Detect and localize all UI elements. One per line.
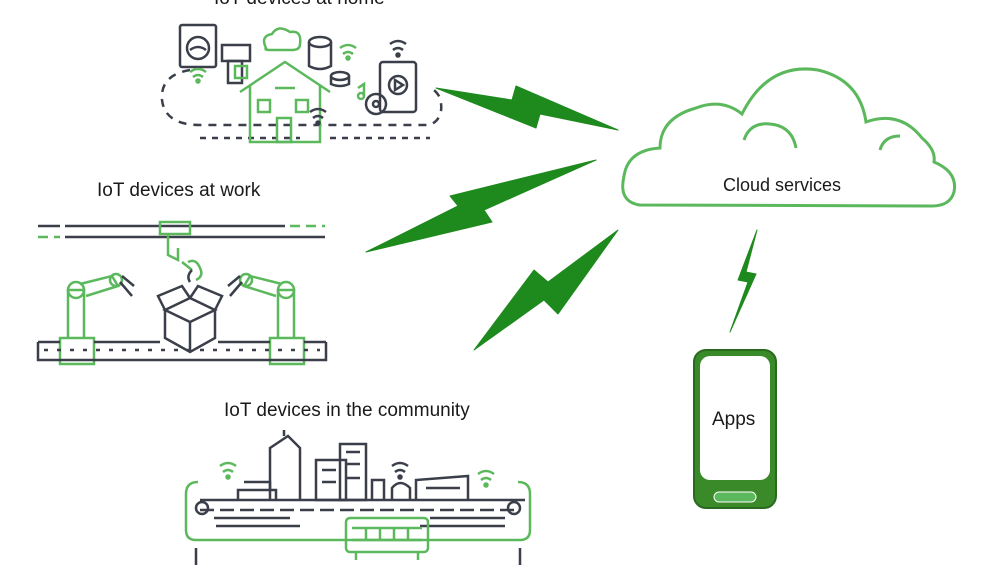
- home-devices-illustration: [160, 23, 443, 144]
- package-box-icon: [156, 284, 224, 354]
- cloud-services-label: Cloud services: [723, 175, 842, 195]
- bus-icon: [344, 516, 430, 560]
- wifi-icon: [391, 461, 409, 480]
- smartphone-icon: [693, 349, 777, 509]
- washing-machine-icon: [178, 23, 218, 69]
- cloud-services-icon: [621, 67, 957, 208]
- lightning-bolt-icon: [435, 85, 619, 131]
- home-devices-label: IoT devices at home: [214, 0, 385, 10]
- wifi-icon: [219, 461, 237, 480]
- lightning-bolt-icon: [729, 229, 758, 333]
- wifi-icon: [189, 67, 207, 84]
- robot-arm-icon: [158, 220, 203, 283]
- home-dashed-path: [160, 68, 443, 127]
- wifi-icon: [339, 43, 357, 61]
- wifi-icon: [477, 469, 495, 488]
- lightning-bolt-icon: [365, 159, 597, 253]
- community-devices-illustration: [184, 430, 532, 565]
- work-devices-label: IoT devices at work: [97, 180, 261, 201]
- coffee-maker-icon: [220, 43, 252, 85]
- community-devices-label: IoT devices in the community: [224, 400, 470, 421]
- house-icon: [239, 60, 331, 144]
- database-icon: [307, 35, 351, 88]
- music-player-icon: [356, 60, 418, 116]
- work-devices-illustration: [36, 220, 328, 366]
- cloud-icon: [262, 27, 302, 52]
- apps-label: Apps: [712, 409, 756, 430]
- robot-arm-icon: [227, 272, 306, 366]
- wifi-icon: [309, 107, 327, 126]
- city-skyline-icon: [200, 430, 525, 502]
- wifi-icon: [389, 39, 407, 58]
- robot-arm-icon: [58, 272, 135, 366]
- lightning-bolt-icon: [473, 229, 619, 351]
